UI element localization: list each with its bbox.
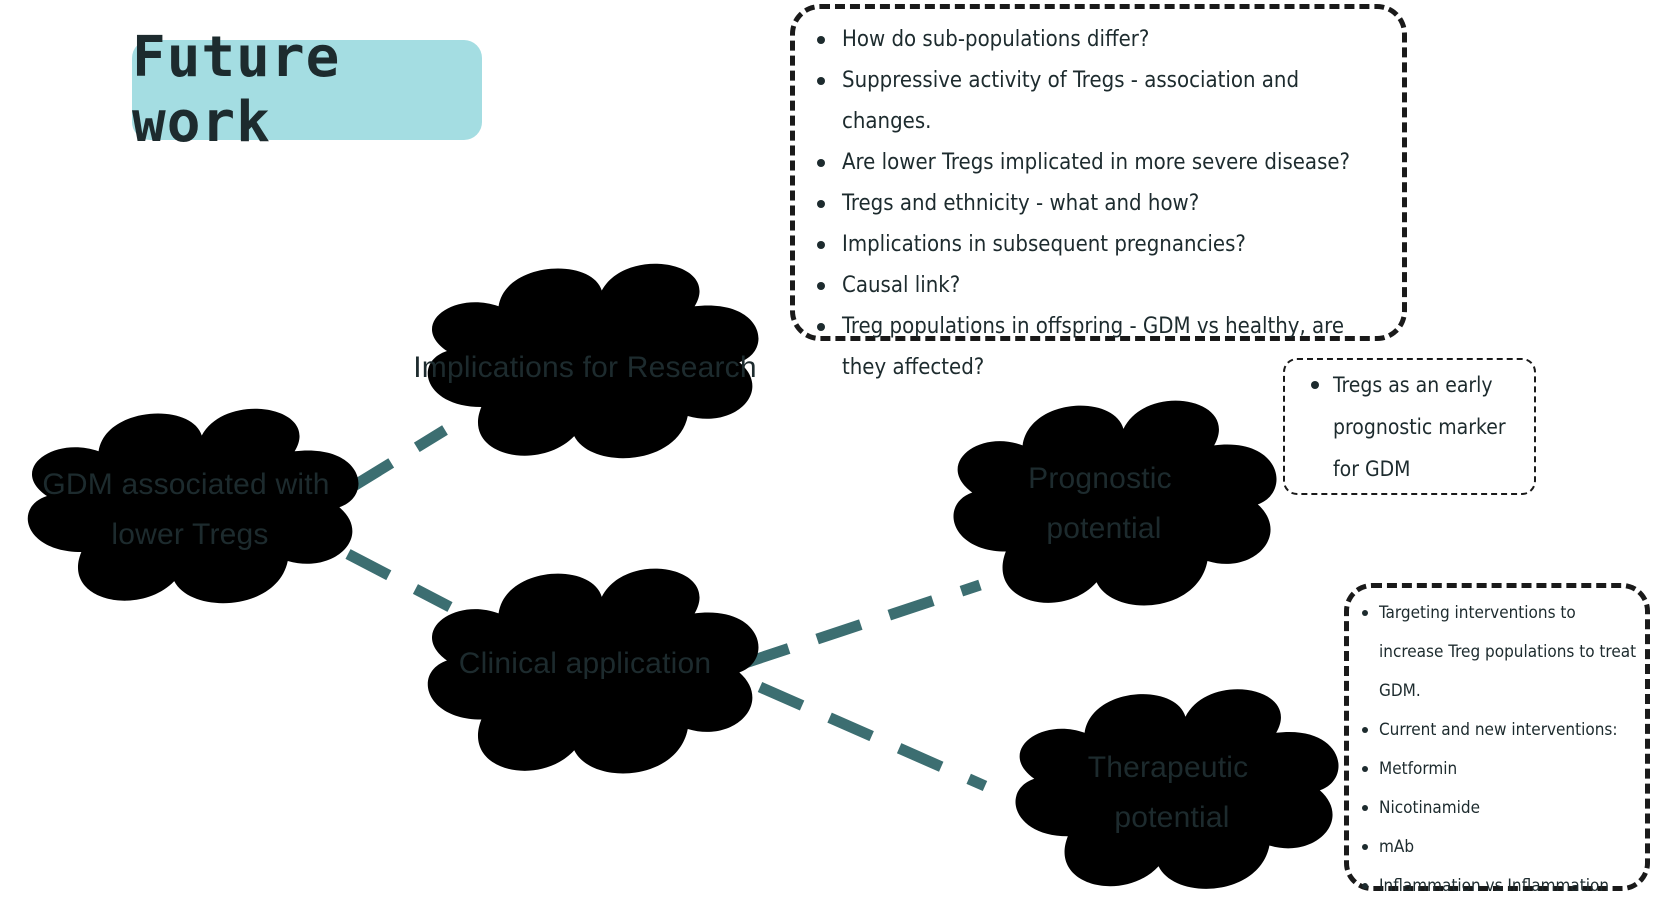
research-questions-box: How do sub-populations differ? Suppressi…: [790, 4, 1407, 380]
connector-gdm-to-research: [349, 425, 448, 492]
list-item: Implications in subsequent pregnancies?: [817, 224, 1382, 265]
list-item: Tregs as an early prognostic marker for …: [1311, 364, 1524, 490]
research-questions-list: How do sub-populations differ? Suppressi…: [817, 19, 1382, 388]
connector-clinical-to-prognostic: [743, 579, 982, 669]
list-item: Are lower Tregs implicated in more sever…: [817, 142, 1382, 183]
list-item: Inflammation vs Inflammation: [1362, 867, 1639, 906]
cloud-clinical: Clinical application: [427, 568, 759, 774]
prognostic-notes-box: Tregs as an early prognostic marker for …: [1283, 358, 1536, 495]
list-item: Treg populations in offspring - GDM vs h…: [817, 306, 1382, 388]
connector-clinical-to-therapeutic: [757, 681, 988, 792]
cloud-prognostic: Prognostic potential: [953, 400, 1277, 606]
therapeutic-notes-box: Targeting interventions to increase Treg…: [1344, 583, 1650, 896]
page-title: Future work: [132, 25, 341, 155]
prognostic-notes-list: Tregs as an early prognostic marker for …: [1311, 364, 1524, 490]
list-item: Causal link?: [817, 265, 1382, 306]
list-item: How do sub-populations differ?: [817, 19, 1382, 60]
connectors: [345, 425, 988, 792]
list-item: Suppressive activity of Tregs - associat…: [817, 60, 1382, 142]
cloud-therapeutic: Therapeutic potential: [1015, 689, 1339, 889]
list-item: mAb: [1362, 828, 1639, 867]
list-item: Current and new interventions:: [1362, 711, 1639, 750]
title-box: Future work: [132, 25, 482, 155]
cloud-clinical-label: Clinical application: [459, 647, 711, 680]
list-item: Metformin: [1362, 750, 1639, 789]
cloud-gdm-label-line1: GDM associated with: [42, 468, 329, 501]
connector-gdm-to-clinical: [345, 549, 453, 612]
cloud-therapeutic-label-line1: Therapeutic: [1088, 751, 1249, 784]
cloud-therapeutic-label-line2: potential: [1114, 801, 1229, 834]
list-item: Tregs and ethnicity - what and how?: [817, 183, 1382, 224]
cloud-prognostic-label-line1: Prognostic: [1028, 462, 1172, 495]
list-item: Nicotinamide: [1362, 789, 1639, 828]
therapeutic-notes-list: Targeting interventions to increase Treg…: [1362, 594, 1639, 906]
cloud-gdm: GDM associated with lower Tregs: [27, 408, 359, 604]
cloud-gdm-label-line2: lower Tregs: [111, 518, 268, 551]
cloud-prognostic-label-line2: potential: [1046, 512, 1161, 545]
list-item: Targeting interventions to increase Treg…: [1362, 594, 1639, 711]
cloud-research: Implications for Research: [413, 263, 759, 459]
cloud-research-label: Implications for Research: [413, 351, 756, 384]
